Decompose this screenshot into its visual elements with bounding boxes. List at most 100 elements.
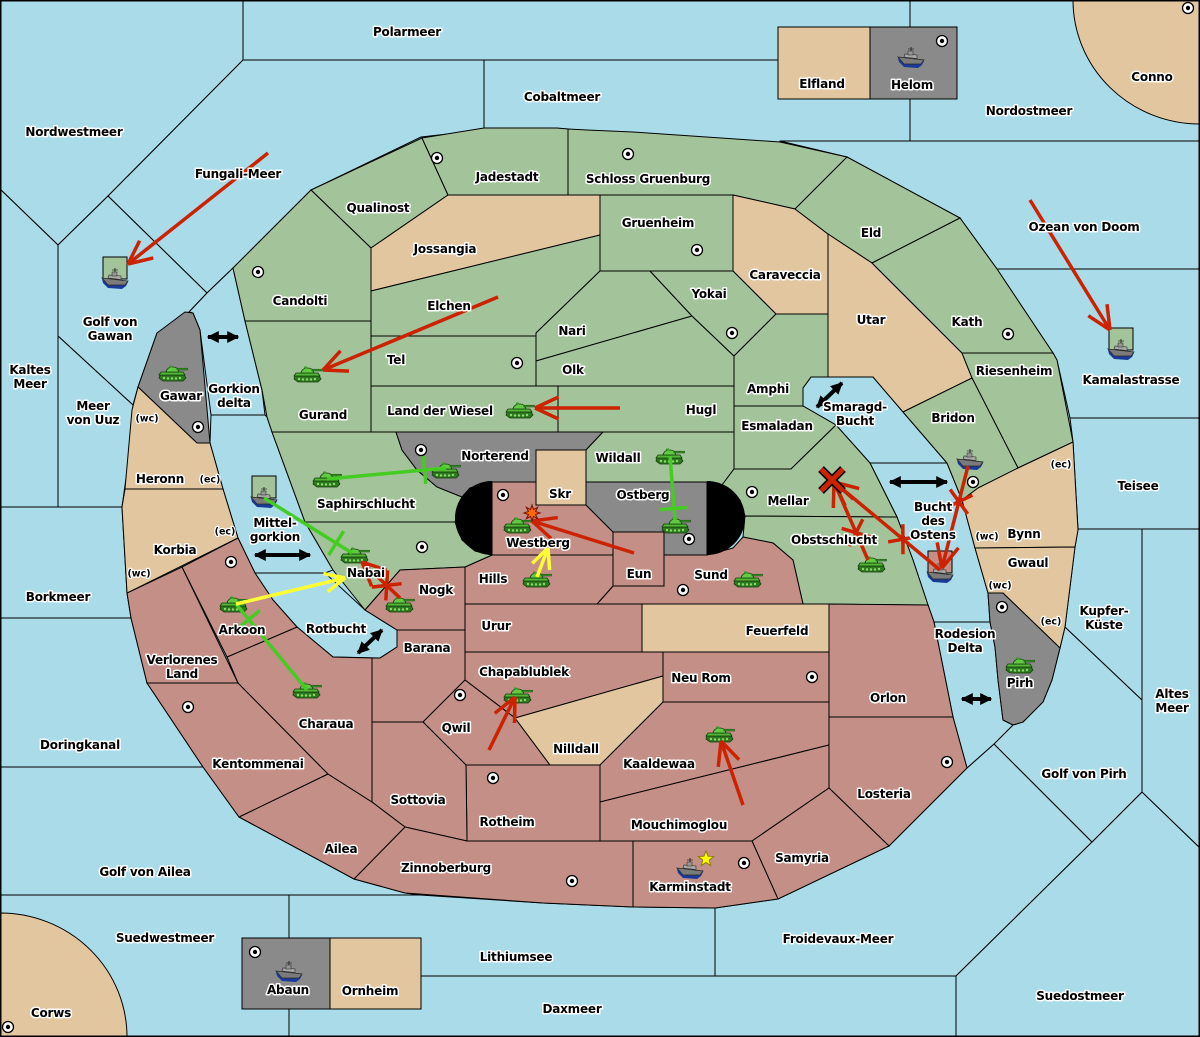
label-losteria: Losteria <box>857 787 911 801</box>
label-teisee: Teisee <box>1117 479 1158 493</box>
territory-teisee[interactable] <box>1069 417 1200 530</box>
label-borkmeer: Borkmeer <box>26 590 91 604</box>
arrowhead <box>361 560 388 572</box>
territory-conno[interactable] <box>1072 0 1200 125</box>
supply-center-icon <box>621 147 635 161</box>
label-bynn: Bynn <box>1007 527 1040 541</box>
label-charaua: Charaua <box>299 717 354 731</box>
territory-arkoon[interactable] <box>181 537 298 658</box>
label-kupfer-kueste: Küste <box>1085 618 1123 632</box>
arrowhead <box>534 395 560 410</box>
territory-nogk[interactable] <box>364 566 466 631</box>
territory-gruenheim[interactable] <box>599 194 734 272</box>
order-move-eun-to-westberg <box>530 515 635 555</box>
label-polarmeer: Polarmeer <box>373 25 441 39</box>
fleet-unit-golf-von-gawan[interactable] <box>101 256 129 290</box>
standoff-x-icon <box>818 466 846 494</box>
support-move-line <box>235 576 346 606</box>
label-gawar: Gawar <box>160 389 202 403</box>
label-bucht-des-ostens: Bucht <box>914 500 953 514</box>
move-arrow-line <box>487 696 517 751</box>
arrowhead <box>940 546 960 570</box>
label-elfland: Elfland <box>799 77 844 91</box>
label-nogk: Nogk <box>419 583 454 597</box>
territory-ornheim[interactable] <box>329 937 422 1010</box>
move-arrow-line <box>719 740 745 806</box>
arrowhead <box>531 546 550 565</box>
label-candolti: Candolti <box>273 294 328 308</box>
label-eun: Eun <box>627 567 652 581</box>
failed-order-cross-icon <box>841 526 871 539</box>
label-heronn: Heronn <box>136 472 184 486</box>
territory-pirh[interactable] <box>987 592 1061 726</box>
coast-label-gwaul: (wc) <box>988 581 1011 592</box>
label-suedwestmeer: Suedwestmeer <box>116 931 215 945</box>
label-kentommenai: Kentommenai <box>212 757 304 771</box>
label-samyria: Samyria <box>775 851 829 865</box>
label-qualinost: Qualinost <box>347 201 410 215</box>
move-arrow-line <box>531 519 635 555</box>
label-gorkion-delta: Gorkion <box>208 382 260 396</box>
star-icon <box>697 849 715 867</box>
territory-jadestadt[interactable] <box>421 127 569 196</box>
territory-kaltes-meer[interactable] <box>0 188 59 508</box>
supply-center-icon <box>690 243 704 257</box>
territory-kath[interactable] <box>871 217 1054 354</box>
supply-center-icon <box>805 670 819 684</box>
coast-label-heronn: (wc) <box>135 414 158 425</box>
label-ornheim: Ornheim <box>342 984 399 998</box>
label-rotheim: Rotheim <box>479 815 534 829</box>
coast-label-korbia: (wc) <box>127 569 150 580</box>
label-schloss-gruenburg: Schloss Gruenburg <box>586 172 710 186</box>
order-support-charaua-to-arkoon <box>234 602 309 692</box>
label-westberg: Westberg <box>506 536 569 550</box>
label-gruenheim: Gruenheim <box>622 216 695 230</box>
coast-labels-layer: (wc)(ec)(ec)(wc)(ec)(wc)(wc)(ec) <box>126 412 1072 629</box>
label-rodesion-delta: Rodesion <box>935 627 996 641</box>
label-corws: Corws <box>31 1006 71 1020</box>
label-meer-von-uuz: Meer <box>76 399 110 413</box>
label-smaragd-bucht: Smaragd- <box>823 400 887 414</box>
label-nari: Nari <box>558 324 585 338</box>
hub-cap-east <box>707 481 745 555</box>
label-bridon: Bridon <box>931 411 974 425</box>
territory-korbia[interactable] <box>121 488 239 594</box>
arrowhead <box>534 406 560 421</box>
supply-center-icon <box>676 583 690 597</box>
order-support-saphirschlucht-to-norterend <box>326 455 447 485</box>
label-kupfer-kueste: Kupfer- <box>1079 604 1128 618</box>
label-fungali-meer: Fungali-Meer <box>195 167 282 181</box>
label-doringkanal: Doringkanal <box>40 738 120 752</box>
label-meer-von-uuz: von Uuz <box>67 413 120 427</box>
supply-center-icon <box>415 540 429 554</box>
label-nabai: Nabai <box>347 566 385 580</box>
support-move-line <box>535 547 550 578</box>
territory-charaua[interactable] <box>226 626 373 803</box>
label-gorkion-delta: delta <box>217 396 251 410</box>
supply-center-icon <box>251 265 265 279</box>
supply-center-icon <box>191 420 205 434</box>
territory-verlorenes-land[interactable] <box>126 566 239 684</box>
move-arrow-line <box>1028 199 1112 331</box>
fleet-unit-kamalastrasse[interactable] <box>1107 327 1135 361</box>
territory-rotheim[interactable] <box>465 764 601 842</box>
arrowhead <box>127 256 154 266</box>
support-crossbar <box>660 505 689 512</box>
label-mittelgorkion: Mittel- <box>253 516 297 530</box>
arrowhead <box>1087 314 1111 332</box>
supply-center-icon <box>1 1020 15 1034</box>
supply-center-icon <box>414 443 428 457</box>
order-move-hugl-to-land-der-wiesel <box>534 395 620 421</box>
supply-center-icon <box>966 475 980 489</box>
territory-zinnoberburg[interactable] <box>353 826 634 908</box>
order-move-ozean-von-doom-to-kamalastrasse <box>1028 199 1112 332</box>
markers-layer <box>522 466 846 867</box>
label-nilldall: Nilldall <box>553 742 599 756</box>
territory-corws[interactable] <box>0 912 128 1037</box>
label-kaaldewaa: Kaaldewaa <box>623 757 695 771</box>
territory-losteria[interactable] <box>828 716 968 847</box>
label-conno: Conno <box>1131 70 1172 84</box>
